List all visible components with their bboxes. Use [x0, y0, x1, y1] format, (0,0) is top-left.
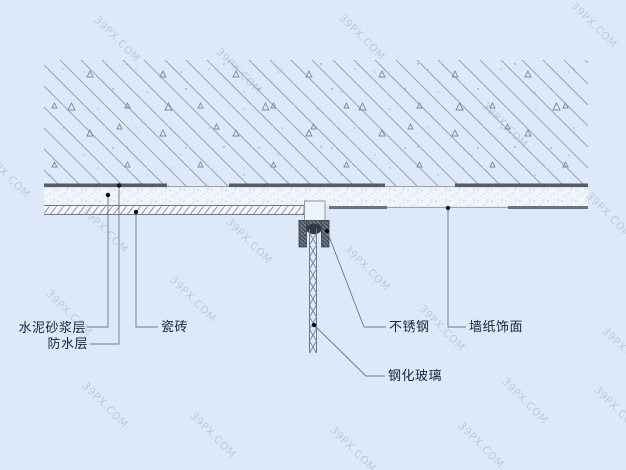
ceiling-recess: [304, 200, 326, 221]
wallpaper-finish-line: [329, 206, 588, 209]
glazing-gasket: [306, 223, 322, 235]
cement-mortar-band: [44, 187, 588, 206]
label-cement-mortar-layer: 水泥砂浆层: [18, 321, 86, 336]
leader-waterproof: [90, 186, 120, 345]
label-waterproof-layer: 防水层: [47, 337, 88, 352]
stainless-steel-channel: [298, 220, 330, 248]
ceramic-tile-band: [44, 205, 305, 215]
concrete-slab-hatch: [44, 60, 588, 186]
leader-wallpaper: [447, 208, 466, 328]
label-wallpaper-finish: 墙纸饰面: [469, 320, 524, 335]
leader-cement-mortar: [87, 195, 109, 328]
leader-ceramic-tile: [135, 212, 158, 328]
label-stainless-steel: 不锈钢: [389, 320, 430, 335]
tempered-glass-panel: [308, 229, 318, 354]
leader-lines: [87, 186, 466, 377]
leader-stainless-steel: [326, 230, 386, 328]
leader-dots: [105, 183, 451, 328]
leader-tempered-glass: [313, 324, 385, 377]
waterproof-layer-line: [44, 183, 588, 188]
label-ceramic-tile: 瓷砖: [161, 320, 189, 335]
label-tempered-glass: 钢化玻璃: [388, 369, 443, 384]
